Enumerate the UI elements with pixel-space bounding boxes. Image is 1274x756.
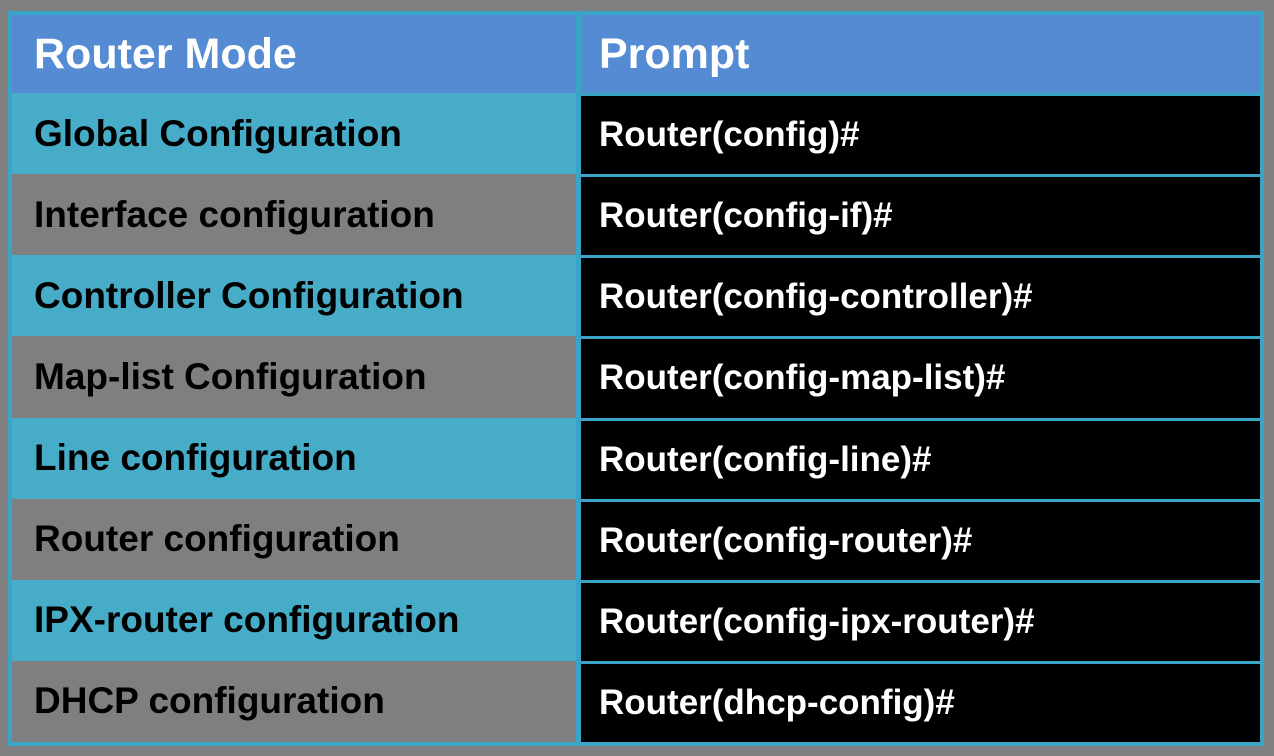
router-mode-cell: Controller Configuration: [12, 255, 576, 337]
router-mode-cell: Interface configuration: [12, 174, 576, 256]
table-row: Global Configuration Router(config)#: [12, 93, 1260, 175]
table-row: Router configuration Router(config-route…: [12, 498, 1260, 580]
prompt-cell: Router(config-line)#: [576, 417, 1260, 499]
table-row: Controller Configuration Router(config-c…: [12, 255, 1260, 337]
router-mode-cell: Router configuration: [12, 498, 576, 580]
prompt-cell: Router(config-router)#: [576, 498, 1260, 580]
prompt-cell: Router(config-if)#: [576, 174, 1260, 256]
prompt-cell: Router(dhcp-config)#: [576, 660, 1260, 742]
router-mode-cell: IPX-router configuration: [12, 579, 576, 661]
table-header-row: Router Mode Prompt: [12, 15, 1260, 93]
column-header-prompt: Prompt: [576, 15, 1260, 93]
table-row: Interface configuration Router(config-if…: [12, 174, 1260, 256]
table-row: Map-list Configuration Router(config-map…: [12, 336, 1260, 418]
table-row: DHCP configuration Router(dhcp-config)#: [12, 660, 1260, 742]
prompt-cell: Router(config-controller)#: [576, 255, 1260, 337]
router-mode-cell: Line configuration: [12, 417, 576, 499]
prompt-cell: Router(config-ipx-router)#: [576, 579, 1260, 661]
router-modes-table: Router Mode Prompt Global Configuration …: [8, 11, 1264, 746]
table-row: Line configuration Router(config-line)#: [12, 417, 1260, 499]
table-row: IPX-router configuration Router(config-i…: [12, 579, 1260, 661]
prompt-cell: Router(config)#: [576, 93, 1260, 175]
router-mode-cell: DHCP configuration: [12, 660, 576, 742]
router-mode-cell: Map-list Configuration: [12, 336, 576, 418]
router-mode-cell: Global Configuration: [12, 93, 576, 175]
column-header-router-mode: Router Mode: [12, 15, 576, 93]
prompt-cell: Router(config-map-list)#: [576, 336, 1260, 418]
